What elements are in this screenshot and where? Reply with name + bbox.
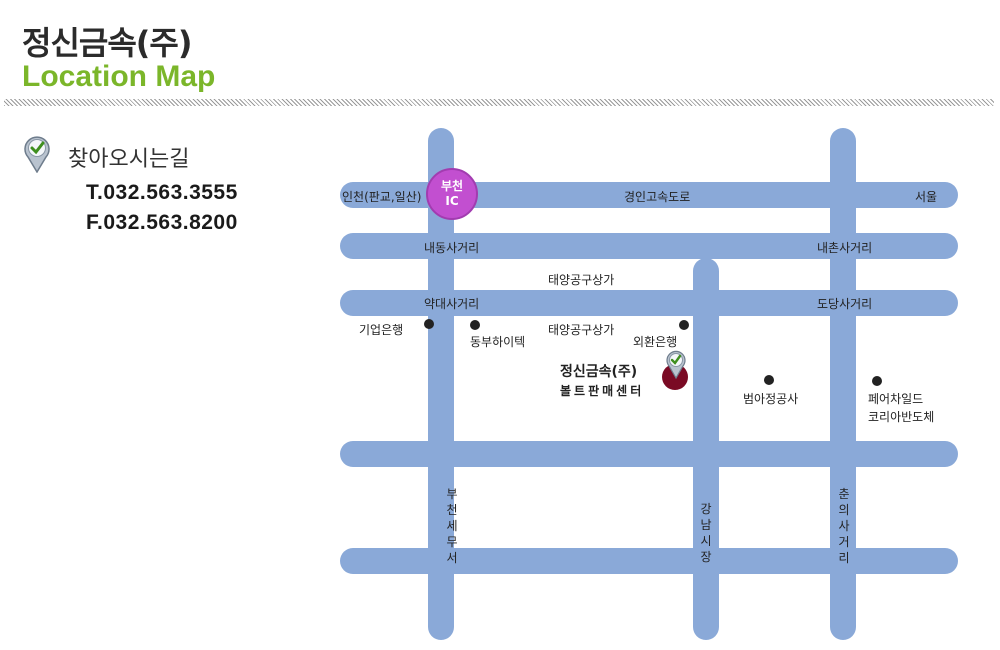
dot-beomah	[764, 375, 774, 385]
label-yakdae: 약대사거리	[424, 297, 480, 311]
phone-number: T.032.563.3555	[86, 181, 238, 204]
road-horizontal-4	[340, 441, 958, 467]
map-roads	[340, 128, 958, 640]
road-horizontal-1	[340, 182, 958, 208]
company-marker-name: 정신금속(주)	[560, 364, 638, 380]
directions-panel: 찾아오시는길 T.032.563.3555 F.032.563.8200	[22, 135, 302, 245]
label-exchange-bank: 외환은행	[633, 335, 678, 349]
road-horizontal-3	[340, 290, 958, 316]
label-dodang: 도당사거리	[817, 297, 873, 311]
label-gangnam-market: 강남시장	[700, 502, 712, 564]
label-naedong: 내동사거리	[424, 241, 480, 255]
label-chunui: 춘의사거리	[838, 487, 850, 565]
fax-number: F.032.563.8200	[86, 211, 238, 234]
company-pin-icon	[666, 350, 686, 380]
dot-dongbu	[470, 320, 480, 330]
label-bucheon-tax-office: 부천세무서	[446, 487, 458, 565]
company-marker-sub: 볼트판매센터	[560, 384, 645, 398]
header-divider	[4, 99, 994, 106]
road-horizontal-5	[340, 548, 958, 574]
label-incheon: 인천(판교,일산)	[342, 190, 422, 204]
ic-label-line1: 부천	[440, 179, 464, 193]
label-dongbu: 동부하이텍	[470, 335, 526, 349]
label-fairchild-1: 페어차일드	[868, 392, 924, 406]
label-gyeongin-expressway: 경인고속도로	[624, 190, 691, 204]
dot-exchange-bank	[679, 320, 689, 330]
ic-label: 부천 IC	[426, 179, 478, 209]
label-beomah: 범아정공사	[743, 392, 799, 406]
company-title: 정신금속(주)	[22, 24, 192, 62]
label-naechon: 내촌사거리	[817, 241, 873, 255]
label-taeyang-mid: 태양공구상가	[548, 323, 615, 337]
label-bank1: 기업은행	[359, 323, 404, 337]
road-horizontal-2	[340, 233, 958, 259]
ic-label-line2: IC	[445, 194, 459, 208]
location-map: 부천 IC 인천(판교,일산) 경인고속도로 서울 내동사거리 내촌사거리 태양…	[330, 120, 970, 650]
bucheon-ic-marker	[426, 168, 478, 220]
label-taeyang-top: 태양공구상가	[548, 273, 615, 287]
location-pin-icon	[22, 135, 52, 174]
location-map-title: Location Map	[22, 60, 216, 93]
label-fairchild-2: 코리아반도체	[868, 410, 935, 424]
dot-bank1	[424, 319, 434, 329]
dot-fairchild	[872, 376, 882, 386]
directions-title: 찾아오시는길	[68, 147, 190, 172]
label-seoul: 서울	[915, 190, 938, 204]
